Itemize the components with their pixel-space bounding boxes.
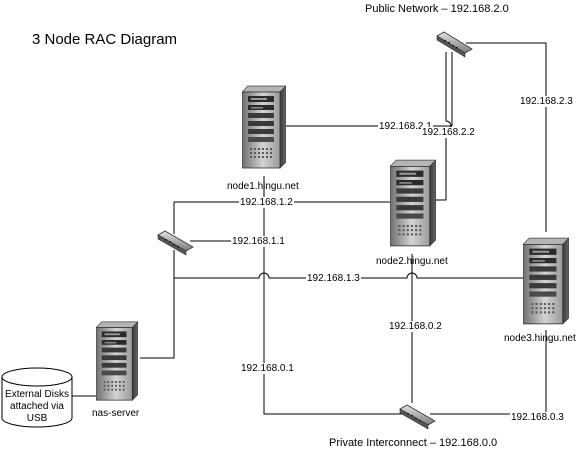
wire-switch-nas	[140, 250, 175, 359]
external-disks-line-1: External Disks	[5, 389, 69, 400]
node1-server	[242, 85, 286, 169]
ip-node1-public: 192.168.2.1	[378, 121, 433, 132]
node2-server	[390, 159, 436, 247]
private-interconnect-label: Private Interconnect – 192.168.0.0	[329, 437, 498, 449]
private-switch	[399, 404, 436, 430]
nas-server-icon	[96, 321, 138, 401]
ip-node2-private: 192.168.0.2	[388, 321, 443, 332]
public-switch	[436, 31, 473, 58]
ip-node3-private: 192.168.0.3	[510, 412, 565, 423]
ip-node1-private: 192.168.0.1	[240, 363, 295, 374]
wire-node1-private	[263, 176, 402, 415]
ip-node3-public: 192.168.2.3	[519, 96, 574, 107]
nas-server-label: nas-server	[92, 408, 140, 419]
external-disks-line-3: USB	[26, 413, 48, 424]
wire-switch-node3-public	[466, 42, 547, 232]
ip-node2-public: 192.168.2.2	[421, 127, 476, 138]
public-network-label: Public Network – 192.168.2.0	[365, 3, 509, 15]
external-disks-cylinder	[1, 367, 73, 428]
node1-label: node1.hingu.net	[227, 181, 299, 192]
external-disks-label: External Disks attached via USB	[4, 389, 70, 425]
external-disks-line-2: attached via	[10, 401, 64, 412]
ip-node1-storage: 192.168.1.2	[239, 197, 294, 208]
node3-server	[523, 237, 569, 325]
ip-nas-storage: 192.168.1.1	[231, 236, 286, 247]
diagram-title: 3 Node RAC Diagram	[32, 31, 178, 48]
node3-label: node3.hingu.net	[504, 333, 576, 344]
network-wires	[72, 42, 547, 415]
node2-label: node2.hingu.net	[376, 256, 448, 267]
ip-node3-storage: 192.168.1.3	[306, 273, 361, 284]
storage-switch	[157, 230, 194, 256]
